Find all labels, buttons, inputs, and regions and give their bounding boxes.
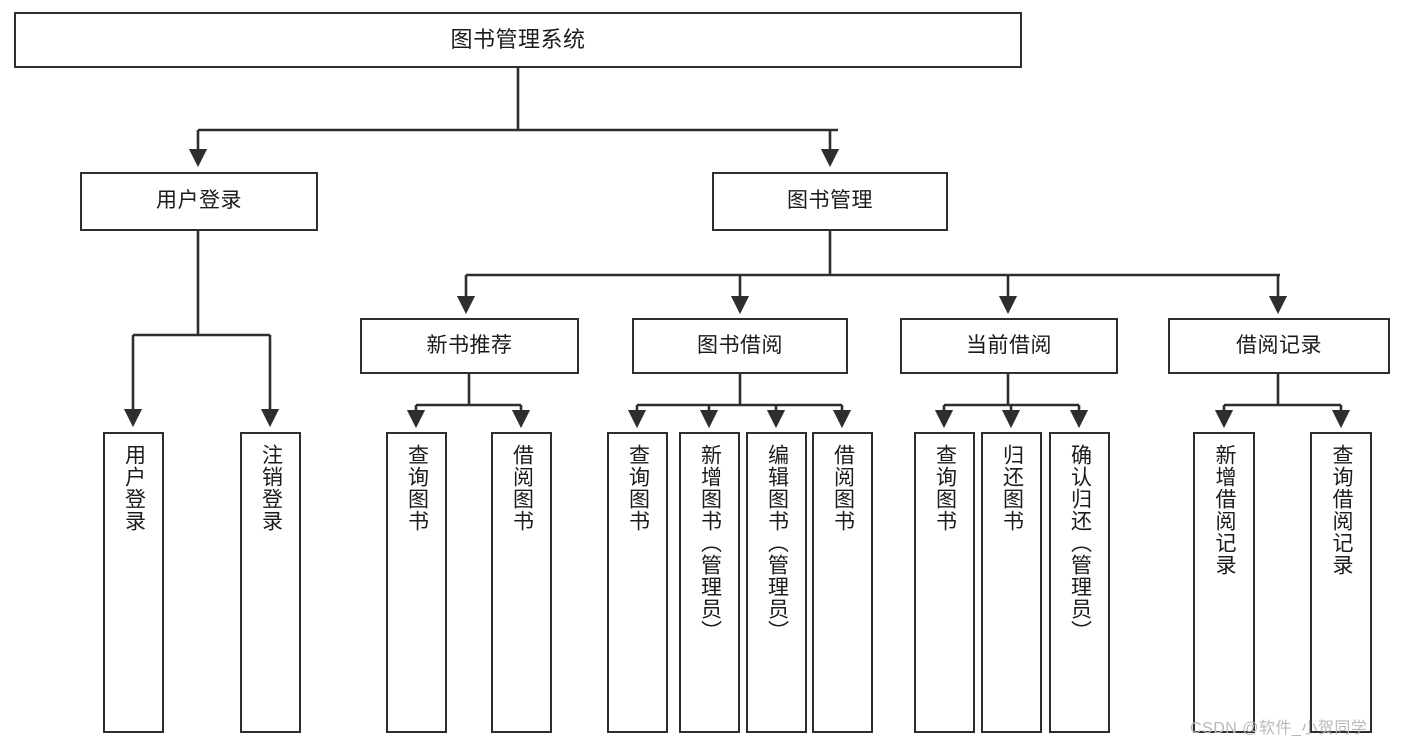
node-label: 借阅图书: [831, 444, 855, 532]
leaf-current-borrow-return[interactable]: 归还图书: [981, 432, 1042, 733]
node-current-borrow[interactable]: 当前借阅: [900, 318, 1118, 374]
node-label: 图书管理: [787, 189, 873, 213]
node-label: 新增借阅记录: [1213, 444, 1237, 576]
leaf-book-borrow-add[interactable]: 新增图书（管理员）: [679, 432, 740, 733]
watermark-text: CSDN @软件_小贺同学: [1190, 720, 1368, 737]
node-label: 查询借阅记录: [1330, 444, 1354, 576]
node-label: 用户登录: [156, 189, 242, 213]
leaf-new-book-borrow[interactable]: 借阅图书: [491, 432, 552, 733]
leaf-new-book-query[interactable]: 查询图书: [386, 432, 447, 733]
node-label: 图书管理系统: [450, 27, 586, 53]
node-label: 查询图书: [626, 444, 650, 532]
node-label: 归还图书: [1000, 444, 1024, 532]
node-label: 用户登录: [122, 444, 146, 532]
node-book-management[interactable]: 图书管理: [712, 172, 948, 231]
leaf-book-borrow-borrow[interactable]: 借阅图书: [812, 432, 873, 733]
node-label: 新增图书（管理员）: [698, 444, 722, 642]
node-label: 新书推荐: [426, 333, 513, 357]
leaf-user-login-login[interactable]: 用户登录: [103, 432, 164, 733]
node-label: 借阅记录: [1236, 333, 1322, 357]
leaf-current-borrow-query[interactable]: 查询图书: [914, 432, 975, 733]
node-label: 注销登录: [259, 444, 283, 532]
leaf-current-borrow-confirm-return[interactable]: 确认归还（管理员）: [1049, 432, 1110, 733]
leaf-user-login-logout[interactable]: 注销登录: [240, 432, 301, 733]
node-borrow-record[interactable]: 借阅记录: [1168, 318, 1390, 374]
node-label: 当前借阅: [966, 333, 1052, 357]
node-label: 查询图书: [933, 444, 957, 532]
leaf-book-borrow-query[interactable]: 查询图书: [607, 432, 668, 733]
node-root-system[interactable]: 图书管理系统: [14, 12, 1022, 68]
node-label: 图书借阅: [697, 333, 783, 357]
node-label: 借阅图书: [510, 444, 534, 532]
node-book-borrow[interactable]: 图书借阅: [632, 318, 848, 374]
node-label: 查询图书: [405, 444, 429, 532]
leaf-borrow-record-add[interactable]: 新增借阅记录: [1193, 432, 1255, 733]
node-user-login[interactable]: 用户登录: [80, 172, 318, 231]
leaf-book-borrow-edit[interactable]: 编辑图书（管理员）: [746, 432, 807, 733]
node-label: 确认归还（管理员）: [1068, 444, 1092, 642]
node-new-book-recommend[interactable]: 新书推荐: [360, 318, 579, 374]
node-label: 编辑图书（管理员）: [765, 444, 789, 642]
leaf-borrow-record-query[interactable]: 查询借阅记录: [1310, 432, 1372, 733]
